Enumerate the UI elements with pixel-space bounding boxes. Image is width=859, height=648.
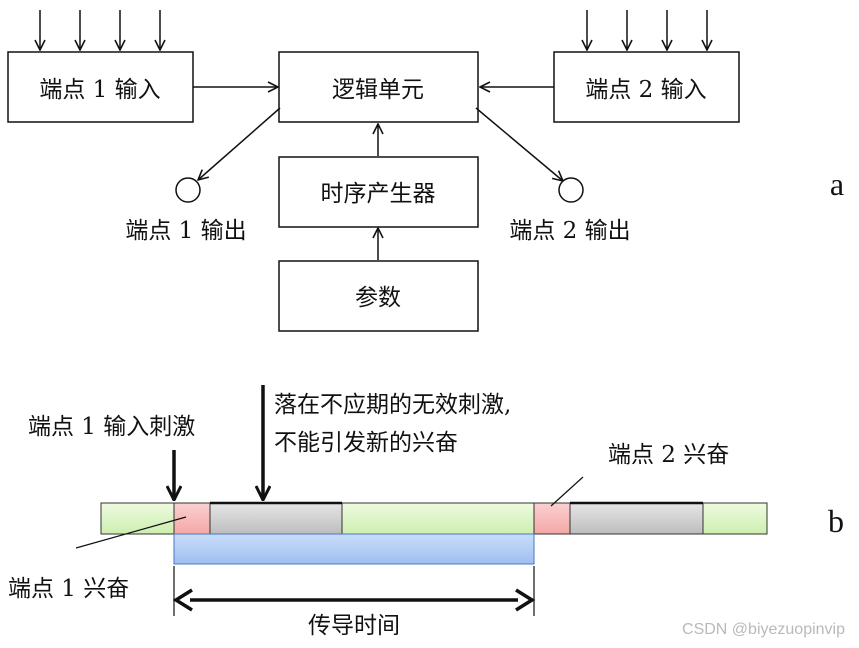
port1-input-stimulus-label: 端点 1 输入刺激 bbox=[28, 414, 195, 440]
port2-excitation-label: 端点 2 兴奋 bbox=[608, 442, 729, 468]
conduction-time-label: 传导时间 bbox=[308, 613, 400, 639]
port2-excitation-leader bbox=[550, 476, 584, 507]
port1-output-label: 端点 1 输出 bbox=[125, 218, 246, 244]
idle-segment-middle bbox=[341, 502, 535, 535]
port2-excitation-segment bbox=[533, 502, 571, 535]
port1-input-label: 端点 1 输入 bbox=[39, 77, 160, 103]
refractory-segment-2 bbox=[569, 502, 704, 535]
logic-unit-label: 逻辑单元 bbox=[332, 77, 424, 103]
port2-output-label: 端点 2 输出 bbox=[509, 218, 630, 244]
port1-excitation-leader bbox=[75, 516, 187, 549]
logic-unit-box bbox=[278, 51, 479, 123]
refractory-note-line2: 不能引发新的兴奋 bbox=[274, 430, 458, 456]
idle-segment-right bbox=[702, 502, 768, 535]
arrow-logic-to-port1-output bbox=[198, 107, 281, 180]
port2-input-label: 端点 2 输入 bbox=[585, 77, 706, 103]
port1-excitation-label: 端点 1 兴奋 bbox=[8, 576, 129, 602]
watermark: CSDN @biyezuopinvip bbox=[682, 621, 845, 638]
refractory-segment-1 bbox=[209, 502, 343, 535]
port1-input-arrows bbox=[40, 10, 160, 50]
port2-output-node bbox=[558, 177, 584, 203]
parameters-box bbox=[278, 260, 479, 332]
idle-segment-left bbox=[100, 502, 175, 535]
conduction-bar bbox=[173, 533, 535, 565]
panel-b: 端点 1 输入刺激 落在不应期的无效刺激, 不能引发新的兴奋 端点 2 兴奋 端… bbox=[8, 385, 844, 639]
timing-generator-box bbox=[278, 156, 479, 228]
arrow-logic-to-port2-output bbox=[475, 107, 563, 181]
panel-a-letter: a bbox=[830, 166, 844, 202]
port2-input-box bbox=[553, 51, 740, 123]
panel-b-letter: b bbox=[828, 503, 844, 539]
parameters-label: 参数 bbox=[355, 285, 401, 311]
port1-output-node bbox=[175, 177, 201, 203]
panel-a: 端点 1 输入 逻辑单元 端点 2 输入 时序产生器 参数 端点 1 输出 端点… bbox=[7, 10, 844, 332]
refractory-note-line1: 落在不应期的无效刺激, bbox=[274, 392, 511, 418]
port2-input-arrows bbox=[587, 10, 707, 50]
conduction-arrowhead-left bbox=[172, 588, 193, 612]
port1-input-box bbox=[7, 51, 194, 123]
conduction-arrowhead-right bbox=[515, 588, 536, 612]
timing-generator-label: 时序产生器 bbox=[321, 181, 436, 207]
